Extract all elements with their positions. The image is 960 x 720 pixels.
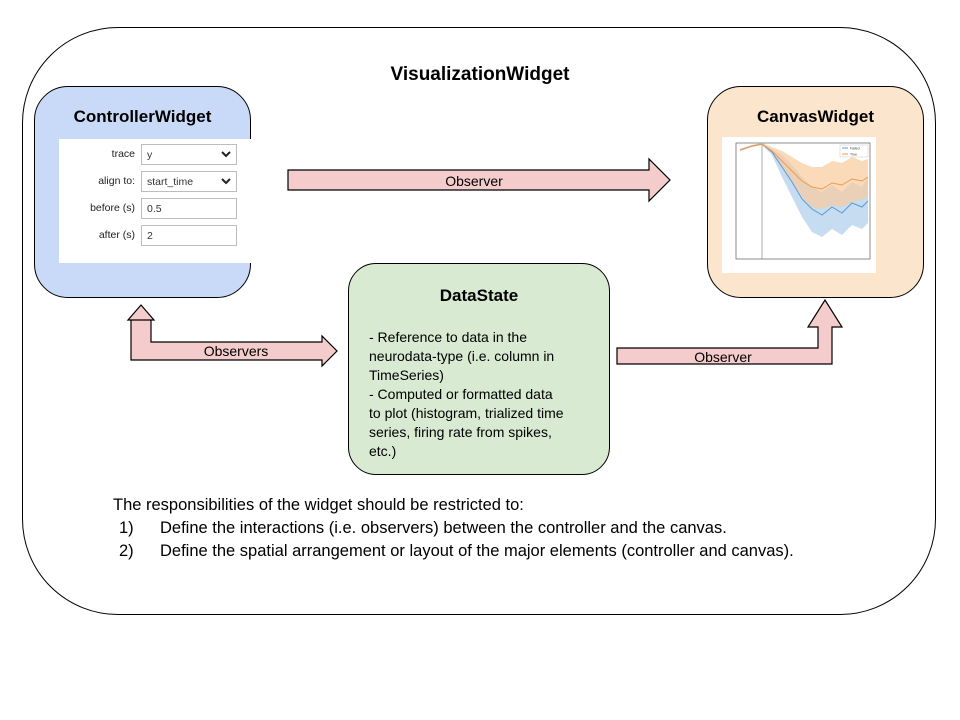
datastate-line: TimeSeries) xyxy=(369,367,444,383)
responsibilities-lead: The responsibilities of the widget shoul… xyxy=(113,496,524,514)
chevron-down-icon xyxy=(221,151,231,158)
datastate-line: to plot (histogram, trialized time xyxy=(369,405,564,421)
datastate-line: - Computed or formatted data xyxy=(369,386,553,402)
form-row-align: align to: start_time xyxy=(59,170,265,194)
after-label: after (s) xyxy=(98,229,135,241)
observers-arrow-left-head xyxy=(126,304,156,321)
controller-widget-title: ControllerWidget xyxy=(73,107,212,126)
datastate-box: DataState - Reference to data in the neu… xyxy=(348,263,610,475)
canvas-widget-box: CanvasWidget Failed True xyxy=(707,86,924,298)
visualization-widget-title: VisualizationWidget xyxy=(390,64,570,85)
trace-value: y xyxy=(147,149,153,161)
observer-arrow-right-label: Observer xyxy=(694,349,752,365)
align-value: start_time xyxy=(147,176,194,188)
datastate-description: - Reference to data in the neurodata-typ… xyxy=(369,328,609,461)
after-input[interactable]: 2 xyxy=(141,225,237,246)
item-number: 1) xyxy=(119,519,134,537)
observers-arrow-left-label: Observers xyxy=(204,343,269,359)
form-row-before: before (s) 0.5 xyxy=(59,197,265,221)
observer-arrow-right xyxy=(616,298,844,365)
orange-band xyxy=(740,143,868,209)
form-row-after: after (s) 2 xyxy=(59,224,265,248)
orange-series-line xyxy=(739,143,869,190)
controller-form: trace y align to: start_time before (s) … xyxy=(59,139,265,263)
controller-widget-box: ControllerWidget trace y align to: start… xyxy=(34,86,265,298)
before-label: before (s) xyxy=(90,202,135,214)
trace-label: trace xyxy=(111,148,135,160)
trace-dropdown[interactable]: y xyxy=(141,144,237,165)
before-value: 0.5 xyxy=(147,203,162,215)
legend-label-failed: Failed xyxy=(850,147,860,151)
datastate-line: etc.) xyxy=(369,443,397,459)
canvas-plot-thumbnail: Failed True xyxy=(722,137,876,273)
legend-label-true: True xyxy=(850,153,857,157)
observer-arrow-top xyxy=(287,157,671,203)
datastate-line: neurodata-type (i.e. column in xyxy=(369,348,555,364)
plot-thumbnail-svg: Failed True xyxy=(735,142,871,260)
datastate-line: series, firing rate from spikes, xyxy=(369,424,552,440)
form-row-trace: trace y xyxy=(59,143,265,167)
before-input[interactable]: 0.5 xyxy=(141,198,237,219)
item-number: 2) xyxy=(119,542,134,560)
align-label: align to: xyxy=(98,175,135,187)
observer-arrow-top-label: Observer xyxy=(445,173,503,189)
item-text: Define the interactions (i.e. observers)… xyxy=(160,519,727,537)
item-text: Define the spatial arrangement or layout… xyxy=(160,542,794,560)
visualization-widget-container xyxy=(22,27,936,615)
after-value: 2 xyxy=(147,230,153,242)
datastate-line: - Reference to data in the xyxy=(369,329,527,345)
canvas-widget-title: CanvasWidget xyxy=(757,107,874,126)
chevron-down-icon xyxy=(221,178,231,185)
datastate-title: DataState xyxy=(439,286,519,305)
align-dropdown[interactable]: start_time xyxy=(141,171,237,192)
